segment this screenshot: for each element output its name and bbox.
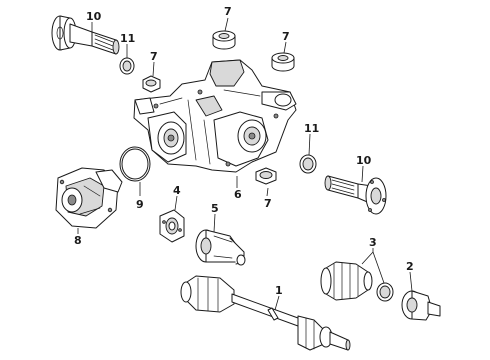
part-7-mount-nut-left	[142, 75, 161, 93]
callout-8: 8	[74, 234, 82, 247]
part-4-flange	[159, 209, 185, 243]
callout-4: 4	[173, 184, 181, 197]
callout-10-left: 10	[86, 10, 102, 23]
part-7-bushing-top	[212, 30, 236, 50]
callout-10-right: 10	[356, 154, 372, 167]
part-5-cv-joint-inner	[195, 229, 246, 266]
callout-11-right: 11	[304, 122, 319, 135]
callout-3: 3	[369, 236, 377, 249]
callout-7-left: 7	[150, 50, 158, 63]
leader-lines	[77, 17, 413, 311]
callout-9: 9	[136, 198, 144, 211]
part-7-mount-nut-lower	[255, 167, 277, 185]
callout-labels: 10 11 7 7 7 7 11 10 6 9 8 4 5 3 2 1	[74, 5, 414, 297]
part-7-bushing-right	[271, 52, 295, 72]
callout-11-left: 11	[120, 32, 135, 45]
callout-2: 2	[406, 260, 414, 273]
part-2-cv-joint-outer	[401, 290, 441, 321]
part-3-boot-kit	[320, 261, 394, 302]
callout-7-right: 7	[282, 30, 290, 43]
part-10-output-flange-left	[51, 15, 120, 55]
callout-7-top: 7	[224, 5, 232, 18]
part-11-seal-left	[119, 57, 135, 75]
part-11-seal-right	[299, 154, 317, 174]
callout-7-lower: 7	[264, 197, 272, 210]
part-6-differential-housing	[133, 59, 297, 173]
part-10-output-flange-right	[324, 175, 387, 215]
callout-1: 1	[275, 284, 283, 297]
part-9-o-ring	[119, 146, 151, 182]
part-1-axle-shaft	[180, 275, 351, 351]
callout-6: 6	[234, 188, 242, 201]
callout-5: 5	[211, 202, 219, 215]
part-8-coupling-unit	[55, 167, 123, 229]
